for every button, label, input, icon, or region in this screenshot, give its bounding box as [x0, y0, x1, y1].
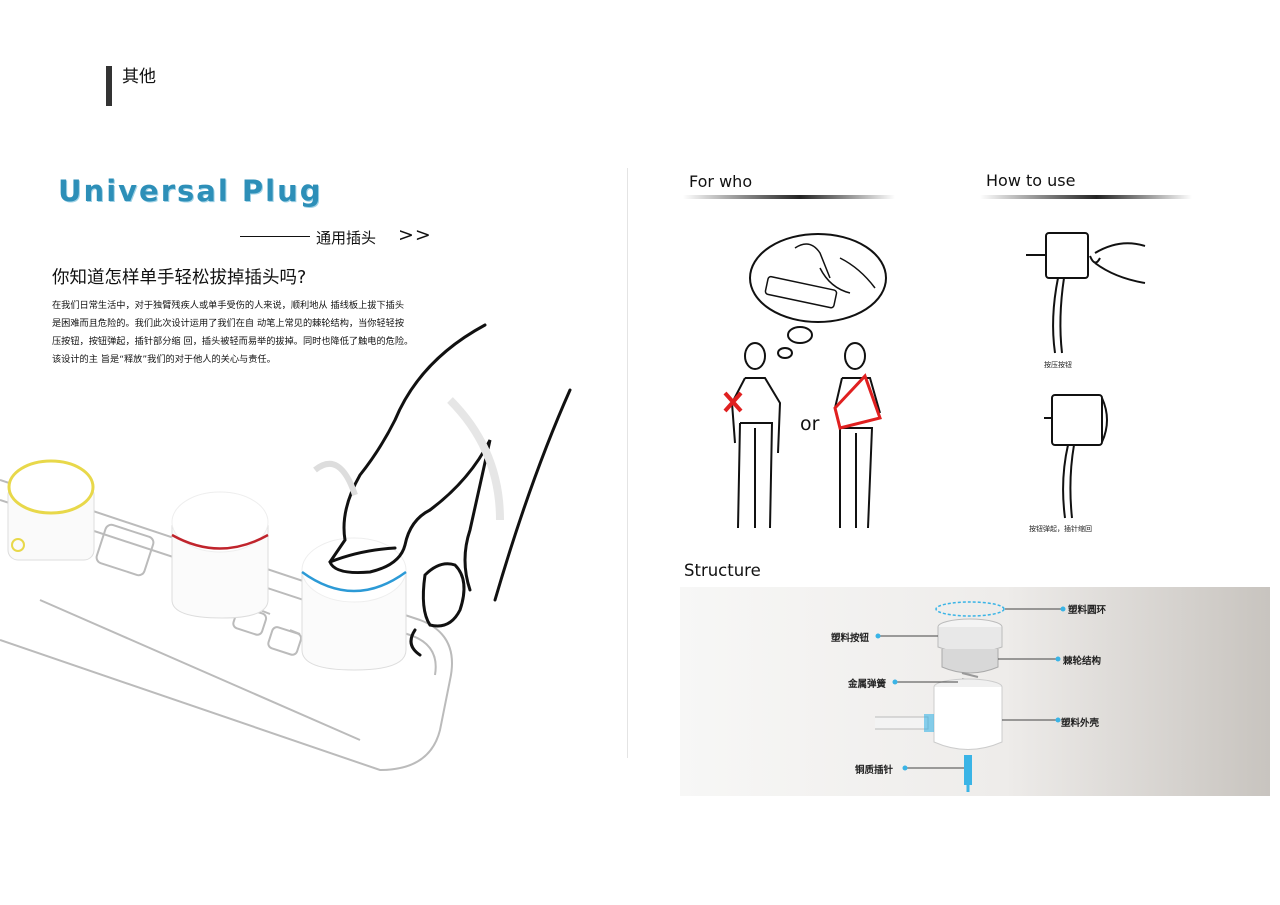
callout-metal-spring: 金属弹簧 [848, 679, 887, 690]
callout-plastic-shell: 塑料外壳 [1061, 718, 1100, 729]
thought-bubble [749, 233, 887, 359]
exploded-plug-diagram [875, 601, 1066, 792]
arm-sling [833, 373, 882, 430]
power-strip-illustration [0, 323, 572, 772]
bubble-hands [764, 243, 876, 309]
intro-paragraph: 在我们日常生活中，对于独臂残疾人或单手受伤的人来说，顺利地从 插线板上拔下插头 … [52, 297, 452, 369]
strip-inner-edge [0, 499, 437, 676]
intro-line: 是困难而且危险的。我们此次设计运用了我们在自 动笔上常见的棘轮结构，当你轻轻按 [52, 318, 405, 329]
for-who-underline [683, 195, 895, 199]
page-divider [627, 168, 628, 758]
step1-caption: 按压按钮 [1044, 361, 1072, 369]
socket-slot [95, 523, 155, 577]
brand-title: Universal Plug [58, 174, 323, 208]
for-who-heading: For who [689, 172, 753, 191]
step2-caption: 按钮弹起，插针缩回 [1029, 525, 1092, 533]
plug-red [171, 491, 269, 619]
intro-line: 在我们日常生活中，对于独臂残疾人或单手受伤的人来说，顺利地从 插线板上拔下插头 [52, 300, 405, 311]
intro-line: 该设计的主 旨是“释放”我们的对于他人的关心与责任。 [52, 354, 276, 365]
strip-outline [0, 479, 453, 772]
callout-plastic-ring: 塑料圆环 [1068, 605, 1107, 616]
strip-groove [39, 599, 361, 741]
person-standing [730, 342, 782, 529]
how-to-use-step2 [1044, 394, 1108, 519]
how-to-use-step1 [1026, 232, 1146, 354]
plug-blue [301, 537, 407, 671]
section-marker [106, 66, 112, 106]
structure-heading: Structure [684, 561, 761, 580]
hand-drawing [328, 323, 572, 657]
callout-copper-pin: 铜质插针 [855, 765, 894, 776]
how-to-use-underline [980, 195, 1192, 199]
red-x-icon [723, 391, 743, 413]
subtitle: 通用插头 [316, 229, 377, 247]
hand-shadow [447, 397, 504, 521]
plug-yellow [7, 459, 95, 561]
socket-slot [267, 626, 303, 656]
subtitle-arrow: >> [398, 224, 432, 246]
callout-ratchet: 棘轮结构 [1063, 656, 1102, 667]
how-to-use-heading: How to use [986, 171, 1076, 190]
hand-shadow [313, 460, 358, 496]
callout-plastic-button: 塑料按钮 [831, 633, 870, 644]
question-heading: 你知道怎样单手轻松拔掉插头吗? [52, 268, 307, 288]
section-title: 其他 [122, 67, 156, 87]
or-label: or [800, 413, 820, 435]
subtitle-rule [240, 236, 310, 237]
person-injured [834, 342, 881, 529]
for-who-illustration: or [723, 233, 887, 529]
intro-line: 压按钮，按钮弹起，插针部分缩 回，插头被轻而易举的拔掉。同时也降低了触电的危险。 [52, 336, 414, 347]
